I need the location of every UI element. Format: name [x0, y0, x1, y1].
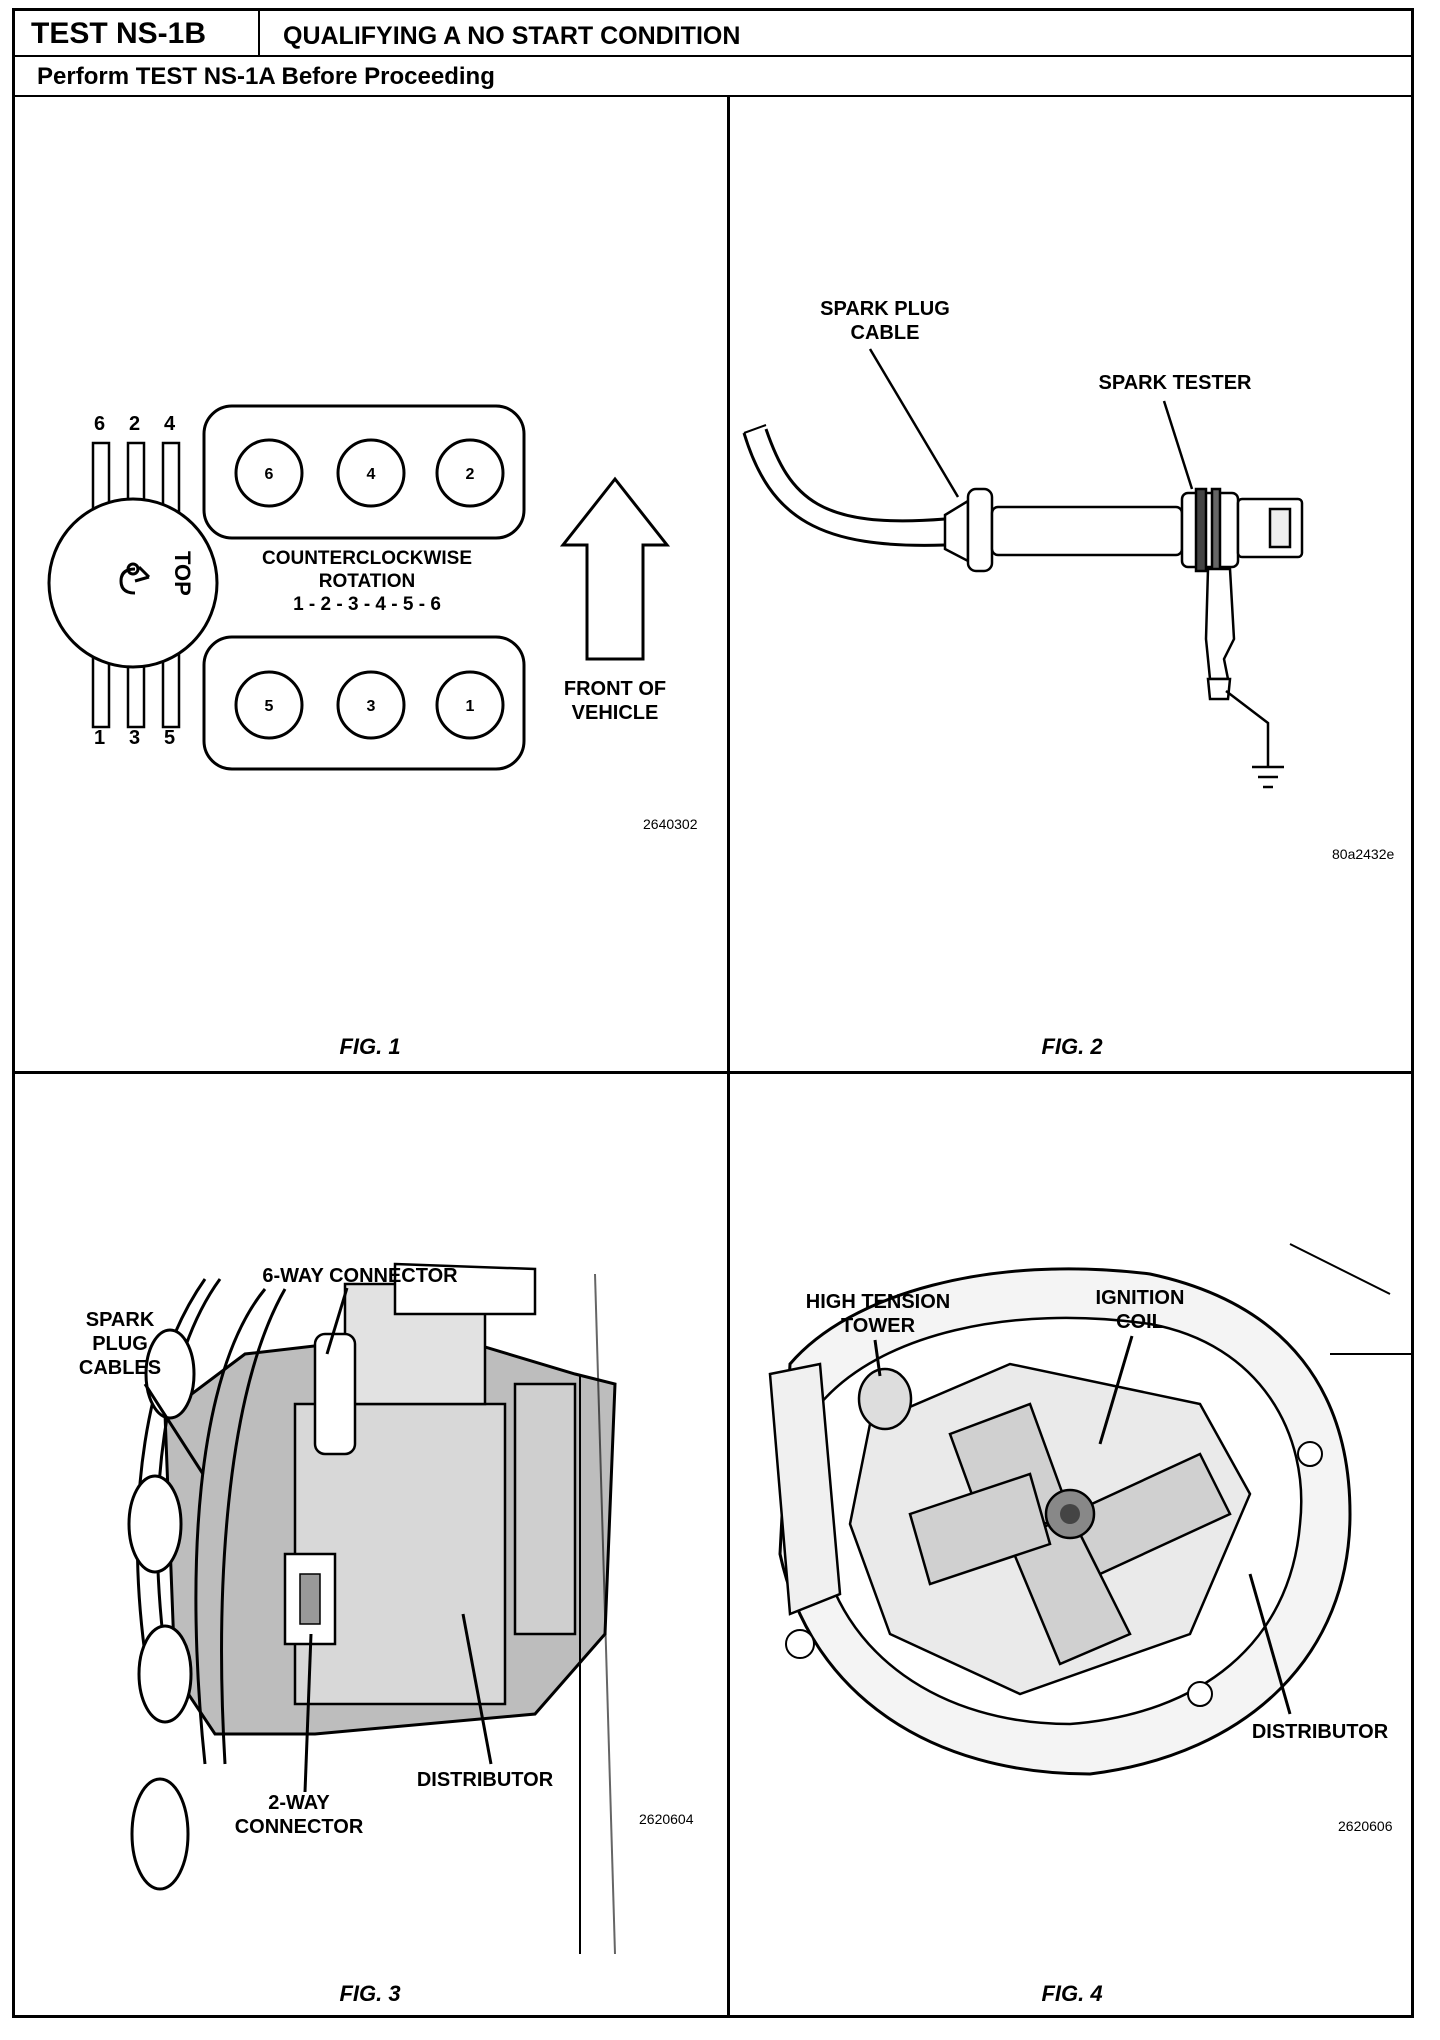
test-sheet: TEST NS-1B QUALIFYING A NO START CONDITI…	[12, 8, 1414, 2018]
fig1-caption: FIG. 1	[339, 1034, 400, 1059]
spark-tester-icon	[1180, 487, 1304, 701]
test-id: TEST NS-1B	[15, 11, 260, 57]
spark-plug-cables-icon	[127, 1278, 287, 1891]
cylinder-number: 5	[265, 698, 274, 715]
ground-icon	[1225, 690, 1284, 789]
figure-code: 2620606	[1338, 1818, 1393, 1834]
terminal-label: 6	[94, 413, 105, 435]
cylinder-number: 1	[466, 698, 475, 715]
two-way-connector-label: CONNECTOR	[235, 1816, 364, 1838]
cylinder-number: 6	[265, 466, 274, 483]
fig4-panel: HIGH TENSION TOWER IGNITION COIL DISTRIB…	[730, 1074, 1414, 2018]
distributor-cap	[47, 497, 219, 669]
cable-boot	[943, 498, 970, 564]
fig3-diagram: 6-WAY CONNECTOR SPARK PLUG CABLES 2-WAY …	[79, 1262, 694, 2006]
ignition-coil-illustration	[768, 1243, 1414, 1776]
cylinder	[336, 670, 406, 740]
fig2-caption: FIG. 2	[1041, 1034, 1103, 1059]
cylinder	[234, 670, 304, 740]
panel-divider-vertical	[727, 97, 730, 2018]
high-tension-tower-label: HIGH TENSION	[806, 1291, 950, 1313]
cylinder-number: 3	[367, 698, 376, 715]
leader-lines	[873, 1335, 1292, 1715]
six-way-connector-label: 6-WAY CONNECTOR	[262, 1265, 458, 1287]
fig4-diagram: HIGH TENSION TOWER IGNITION COIL DISTRIB…	[768, 1243, 1414, 2006]
figure-code: 2640302	[643, 816, 698, 832]
distributor-label: DISTRIBUTOR	[417, 1769, 554, 1791]
spark-plug-cables-label: PLUG	[92, 1333, 148, 1355]
fig3-caption: FIG. 3	[339, 1981, 400, 2006]
spark-plug-cable-label: CABLE	[851, 322, 920, 344]
two-way-connector-label: 2-WAY	[268, 1792, 330, 1814]
rotor-icon	[119, 562, 151, 595]
spark-plug-cable-label: SPARK PLUG	[820, 298, 950, 320]
high-tension-tower-label: TOWER	[841, 1315, 916, 1337]
fig2-diagram: SPARK PLUG CABLE SPARK TESTER	[742, 298, 1395, 1059]
cylinder-number: 4	[367, 466, 376, 483]
fig1-diagram: 6 2 4 1 3 5 TOP	[47, 404, 698, 1059]
panel-divider-horizontal	[15, 1071, 1411, 1074]
terminal-label: 3	[129, 727, 140, 749]
rotation-label: ROTATION	[319, 571, 415, 592]
figure-code: 80a2432e	[1332, 846, 1395, 862]
fig4-caption: FIG. 4	[1041, 1981, 1102, 2006]
spark-plug-cables-label: CABLES	[79, 1357, 161, 1379]
fig3-panel: 6-WAY CONNECTOR SPARK PLUG CABLES 2-WAY …	[15, 1074, 725, 2018]
rotation-label: COUNTERCLOCKWISE	[262, 548, 472, 569]
terminal-label: 5	[164, 727, 175, 749]
distributor-illustration	[163, 1262, 617, 1955]
test-title: QUALIFYING A NO START CONDITION	[283, 22, 741, 50]
cylinder	[435, 438, 505, 508]
front-arrow-icon	[559, 476, 671, 661]
cylinder	[234, 438, 304, 508]
leader-lines	[143, 1287, 493, 1793]
fig1-panel: 6 2 4 1 3 5 TOP	[15, 99, 725, 1069]
spark-tester-label: SPARK TESTER	[1099, 372, 1253, 394]
cylinder	[435, 670, 505, 740]
ignition-cable	[764, 428, 946, 523]
fig2-panel: SPARK PLUG CABLE SPARK TESTER	[730, 99, 1414, 1069]
ignition-coil-label: IGNITION	[1096, 1287, 1185, 1309]
ignition-coil-label: COIL	[1116, 1311, 1164, 1333]
firing-order: 1 - 2 - 3 - 4 - 5 - 6	[293, 594, 441, 615]
cylinder-number: 2	[466, 466, 475, 483]
cylinder	[336, 438, 406, 508]
cap-top-label: TOP	[170, 551, 195, 596]
front-of-vehicle-label: FRONT OF	[564, 678, 666, 700]
terminal-label: 2	[129, 413, 140, 435]
terminal-label: 1	[94, 727, 105, 749]
front-of-vehicle-label: VEHICLE	[572, 702, 659, 724]
header-row: TEST NS-1B QUALIFYING A NO START CONDITI…	[15, 11, 1411, 57]
spark-plug-cables-label: SPARK	[86, 1309, 155, 1331]
terminal-label: 4	[164, 413, 176, 435]
leader-lines	[868, 348, 1194, 498]
test-subtitle: Perform TEST NS-1A Before Proceeding	[15, 57, 1411, 97]
distributor-label: DISTRIBUTOR	[1252, 1721, 1389, 1743]
figure-code: 2620604	[639, 1811, 694, 1827]
